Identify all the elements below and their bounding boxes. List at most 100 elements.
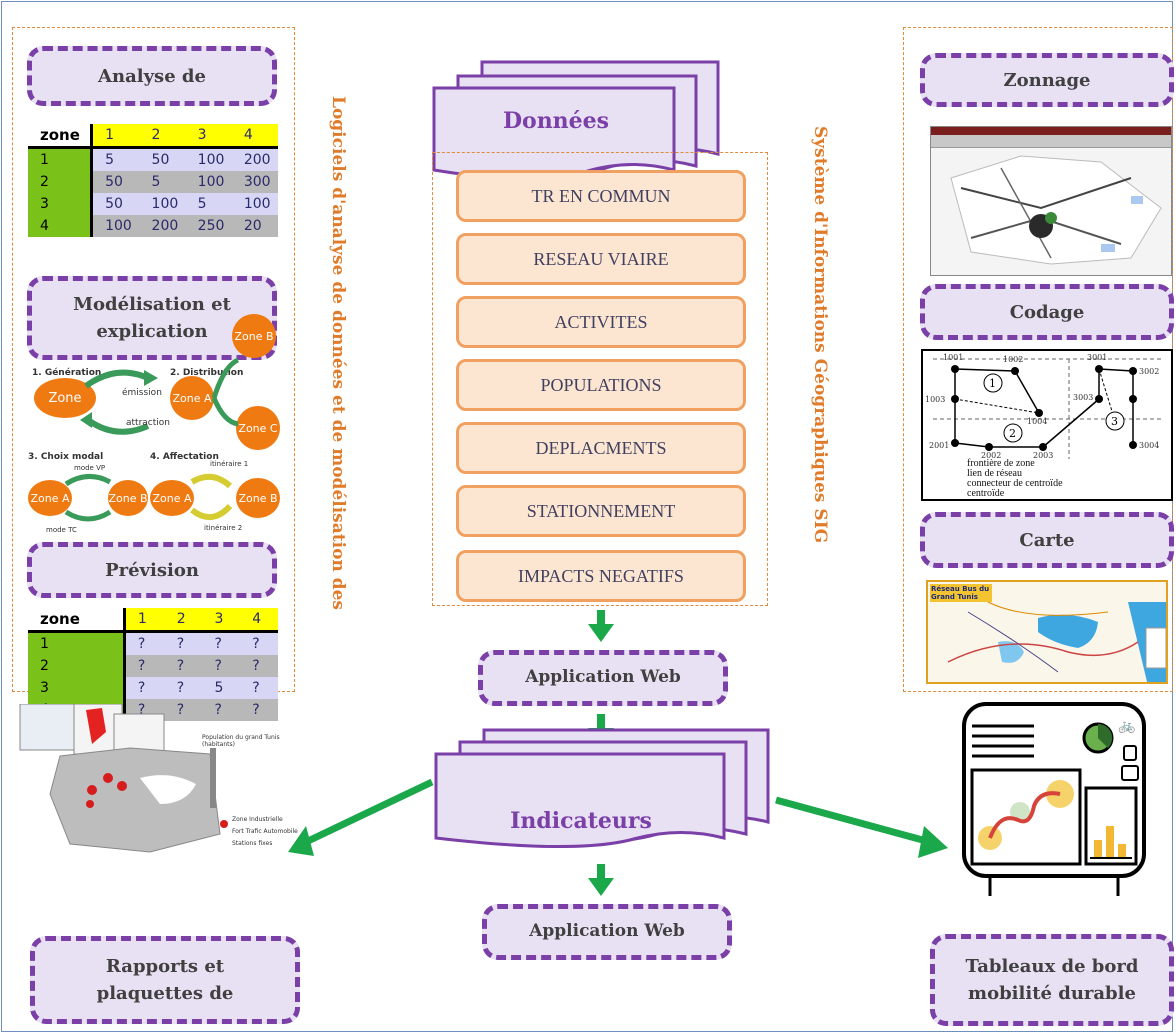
cell: 50 — [139, 147, 186, 171]
row-header: 1 — [28, 631, 126, 655]
codage-pill[interactable]: Codage — [920, 284, 1174, 340]
data-categories-panel — [432, 152, 768, 606]
category-impacts-negatifs[interactable]: IMPACTS NEGATIFS — [456, 550, 746, 602]
node-label: 3002 — [1139, 367, 1160, 376]
category-tr-en-commun[interactable]: TR EN COMMUN — [456, 170, 746, 222]
map-legend-title: Population du grand Tunis (habitants) — [202, 734, 280, 748]
col-header: 1 — [91, 124, 140, 149]
zone-b-ball-2: Zone B — [108, 480, 148, 516]
cell: ? — [164, 631, 203, 655]
row-header: 4 — [28, 215, 94, 237]
itin1-label: itinéraire 1 — [210, 460, 249, 468]
carte-pill[interactable]: Carte — [920, 512, 1174, 568]
zone-a-ball-2: Zone A — [28, 480, 72, 516]
node-label: 1002 — [1003, 355, 1024, 364]
mode-vp-label: mode VP — [74, 464, 106, 472]
cell: 300 — [231, 171, 278, 193]
category-reseau-viaire[interactable]: RESEAU VIAIRE — [456, 233, 746, 285]
col-header: 2 — [164, 608, 203, 633]
step-generation-label: 1. Génération — [32, 368, 102, 378]
cell: ? — [164, 677, 203, 699]
od-matrix-table: zone 1 2 3 4 1 5 50 100 200 2 50 5 100 3… — [28, 124, 278, 237]
cell: 200 — [231, 147, 278, 171]
indicateurs-title: Indicateurs — [510, 808, 652, 834]
codage-network-diagram: 1 2 3 1001 1002 1003 1004 2001 2002 2003… — [921, 349, 1173, 501]
step-affectation-label: 4. Affectation — [150, 452, 219, 462]
zone-b-ball-3: Zone B — [236, 478, 280, 518]
codage-legend: frontière de zone lien de réseau connect… — [967, 459, 1063, 499]
cell: 5 — [91, 147, 140, 171]
table-corner: zone — [28, 608, 126, 633]
row-header: 3 — [28, 677, 126, 699]
node-label: 3004 — [1139, 441, 1160, 450]
cell: ? — [240, 699, 278, 721]
mode-tc-label: mode TC — [46, 526, 77, 534]
col-header: 1 — [124, 608, 165, 633]
row-header: 2 — [28, 655, 126, 677]
cell: ? — [240, 631, 278, 655]
legend-item: frontière de zone — [967, 458, 1035, 469]
donnees-document-stack-icon — [432, 60, 720, 178]
zonnage-map-icon — [950, 155, 1162, 265]
cell: 100 — [231, 193, 278, 215]
cell: 250 — [185, 215, 232, 237]
donnees-title: Données — [502, 108, 610, 134]
row-header: 2 — [28, 171, 94, 193]
tableaux-pill[interactable]: Tableaux de bord mobilité durable — [930, 934, 1174, 1026]
legend-item: centroïde — [967, 488, 1005, 499]
zone-c-ball: Zone C — [236, 406, 280, 450]
cell: ? — [202, 655, 241, 677]
itin2-label: itinéraire 2 — [204, 524, 243, 532]
prevision-pill[interactable]: Prévision — [27, 542, 277, 598]
attraction-label: attraction — [126, 418, 170, 428]
dashboard-icon: 🚲 — [962, 702, 1146, 896]
cell: ? — [124, 677, 165, 699]
svg-text:2: 2 — [1009, 427, 1016, 440]
carte-map-title: Réseau Bus du Grand Tunis — [930, 584, 992, 602]
zone-a-ball-3: Zone A — [150, 480, 194, 516]
zonnage-toolbar — [931, 135, 1171, 148]
application-web-pill-2[interactable]: Application Web — [482, 904, 732, 960]
cell: 5 — [139, 171, 186, 193]
carte-map-icon — [947, 601, 1166, 682]
category-populations[interactable]: POPULATIONS — [456, 359, 746, 411]
svg-text:1: 1 — [989, 377, 996, 390]
right-panel-vertical-label: Système d'Informations Géographiques SIG — [810, 126, 830, 544]
cell: ? — [124, 655, 165, 677]
rapports-pill[interactable]: Rapports et plaquettes de — [30, 936, 300, 1024]
cell: ? — [202, 699, 241, 721]
zonnage-pill[interactable]: Zonnage — [920, 53, 1174, 107]
cell: ? — [124, 631, 165, 655]
zone-b-ball: Zone B — [232, 314, 276, 358]
cell: ? — [164, 655, 203, 677]
cell: ? — [202, 631, 241, 655]
cell: ? — [164, 699, 203, 721]
col-header: 2 — [139, 124, 186, 149]
row-header: 3 — [28, 193, 94, 215]
left-panel-vertical-label: Logiciels d'analyse de données et de mod… — [328, 96, 348, 610]
analyse-pill[interactable]: Analyse de — [27, 46, 277, 106]
cell: 100 — [185, 147, 232, 171]
legend-item: lien de réseau — [967, 468, 1022, 479]
four-step-model-illustration: 1. Génération 2. Distribution Zone émiss… — [26, 314, 284, 538]
category-deplacements[interactable]: DEPLACMENTS — [456, 422, 746, 474]
node-label: 2003 — [1033, 451, 1054, 460]
category-activites[interactable]: ACTIVITES — [456, 296, 746, 348]
col-header: 3 — [185, 124, 232, 149]
cell: 100 — [91, 215, 140, 237]
cell: 5 — [185, 193, 232, 215]
cell: ? — [240, 677, 278, 699]
node-label: 3003 — [1073, 393, 1094, 402]
population-map-report: Population du grand Tunis (habitants) Zo… — [10, 703, 310, 856]
application-web-pill-1[interactable]: Application Web — [478, 650, 728, 706]
category-stationnement[interactable]: STATIONNEMENT — [456, 485, 746, 537]
node-label: 2001 — [929, 441, 950, 450]
svg-text:🚲: 🚲 — [1118, 718, 1135, 734]
step-distribution-label: 2. Distribution — [170, 368, 244, 378]
node-label: 3001 — [1087, 353, 1108, 362]
zone-a-ball: Zone A — [170, 376, 214, 420]
cell: ? — [240, 655, 278, 677]
distribution-arrows-icon — [211, 357, 240, 427]
svg-text:3: 3 — [1111, 415, 1118, 428]
node-label: 1001 — [943, 353, 964, 362]
